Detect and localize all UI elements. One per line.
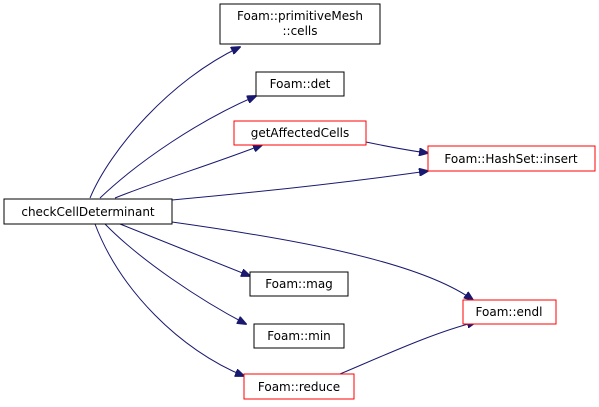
node-label-line2: ::cells	[283, 24, 318, 38]
edge-root-det	[99, 96, 256, 199]
node-label: Foam::det	[270, 77, 331, 91]
node-endl[interactable]: Foam::endl	[462, 299, 557, 325]
node-box	[255, 71, 345, 97]
node-getaffectedcells[interactable]: getAffectedCells	[233, 120, 367, 146]
edge-root-reduce	[94, 223, 244, 376]
node-box	[253, 323, 345, 349]
edge-root-min	[104, 223, 246, 324]
edge-root-mag	[119, 223, 250, 276]
node-box	[427, 145, 596, 172]
node-box	[462, 299, 557, 325]
node-label: getAffectedCells	[251, 126, 350, 140]
node-box	[219, 3, 381, 45]
edge-root-cells	[89, 47, 240, 199]
node-primitivemesh-cells[interactable]: Foam::primitiveMesh ::cells	[219, 3, 381, 45]
node-reduce[interactable]: Foam::reduce	[243, 373, 355, 400]
edge-reduce-endl	[339, 322, 476, 375]
node-label: Foam::mag	[265, 277, 333, 291]
node-label: Foam::min	[267, 329, 331, 343]
edge-getaffectedcells-hashset-insert	[365, 141, 428, 153]
edge-root-getaffectedcells	[114, 145, 262, 199]
node-label: Foam::reduce	[258, 380, 340, 394]
node-root[interactable]: checkCellDeterminant	[3, 198, 173, 225]
node-box	[233, 120, 367, 146]
edges	[89, 47, 476, 376]
node-label: Foam::HashSet::insert	[444, 152, 577, 166]
node-label: Foam::endl	[476, 305, 543, 319]
node-box	[243, 373, 355, 400]
edge-root-hashset-insert	[171, 171, 428, 201]
node-mag[interactable]: Foam::mag	[249, 271, 349, 297]
edge-root-endl	[171, 221, 473, 300]
node-min[interactable]: Foam::min	[253, 323, 345, 349]
node-box	[249, 271, 349, 297]
node-box	[3, 198, 173, 225]
node-hashset-insert[interactable]: Foam::HashSet::insert	[427, 145, 596, 172]
node-label-line1: Foam::primitiveMesh	[237, 9, 363, 23]
node-label: checkCellDeterminant	[21, 205, 155, 219]
node-det[interactable]: Foam::det	[255, 71, 345, 97]
